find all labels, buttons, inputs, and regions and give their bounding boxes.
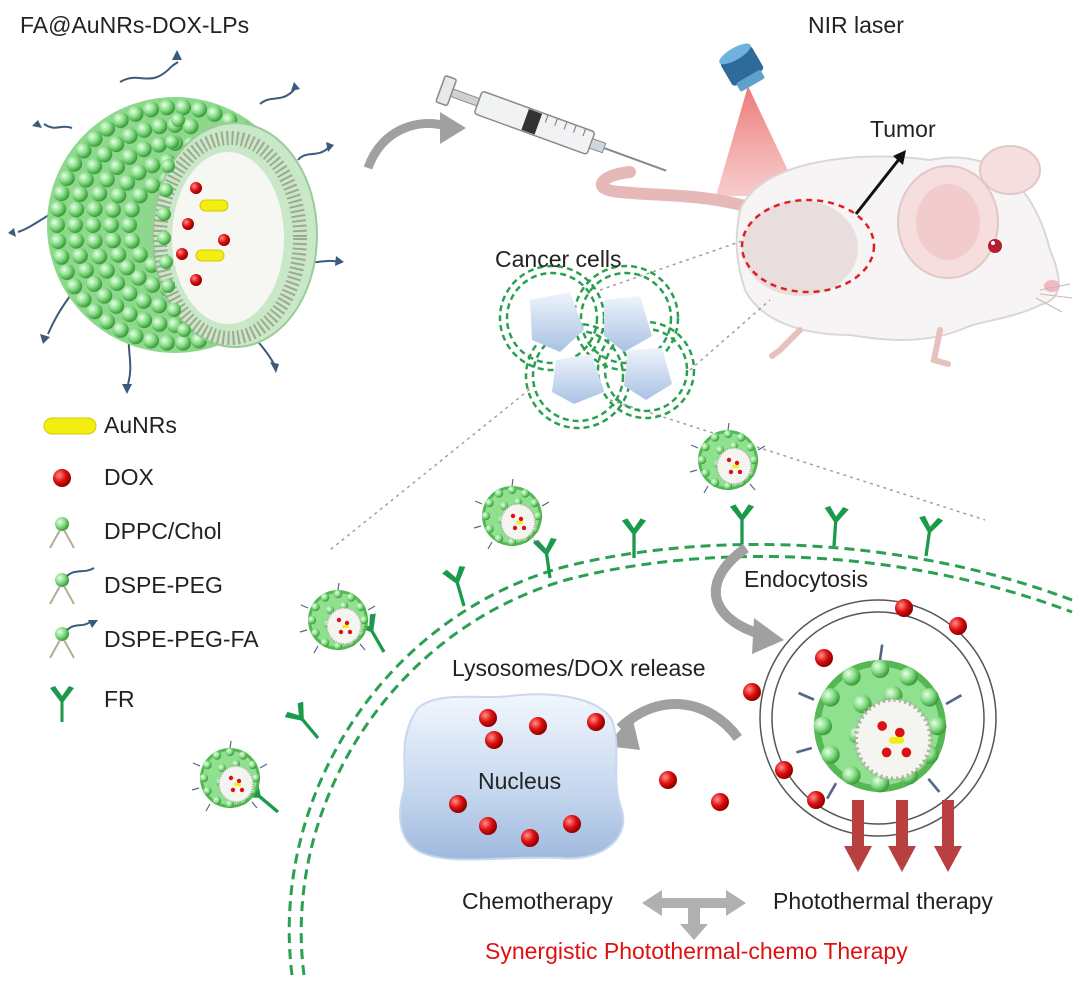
mouse-illustration xyxy=(595,145,1073,367)
tumor-outline xyxy=(740,198,876,294)
lysosomes-label: Lysosomes/DOX release xyxy=(452,655,706,681)
legend-item-aunrs: AuNRs xyxy=(40,406,340,446)
peg-lipid-icon xyxy=(49,567,95,605)
dox-molecule-icon xyxy=(53,469,71,487)
legend-item-fr: FR xyxy=(40,680,340,722)
photothermal-label: Photothermal therapy xyxy=(773,888,993,914)
legend-label: DPPC/Chol xyxy=(104,518,222,544)
synergistic-therapy-label: Synergistic Photothermal-chemo Therapy xyxy=(485,938,908,964)
nir-laser-label: NIR laser xyxy=(808,12,904,38)
endosome-illustration xyxy=(743,599,997,837)
synergy-arrows xyxy=(642,890,746,940)
folate-receptor-icon xyxy=(50,686,74,722)
fa-peg-lipid-icon xyxy=(49,620,98,659)
chemotherapy-label: Chemotherapy xyxy=(462,888,613,914)
legend-item-dspe-peg-fa: DSPE-PEG-FA xyxy=(40,620,340,660)
legend-item-dox: DOX xyxy=(40,458,340,498)
liposome-illustration xyxy=(8,50,344,394)
cancer-cells-label: Cancer cells xyxy=(495,246,622,272)
legend-item-dppc: DPPC/Chol xyxy=(40,512,340,552)
legend-label: DSPE-PEG-FA xyxy=(104,626,259,652)
legend-label: DOX xyxy=(104,464,154,490)
legend-label: AuNRs xyxy=(104,412,177,438)
nucleus-label: Nucleus xyxy=(478,768,562,794)
endocytosis-arrow xyxy=(752,618,784,654)
gold-nanorod-icon xyxy=(43,417,97,435)
lipid-icon xyxy=(49,517,75,549)
diagram-title: FA@AuNRs-DOX-LPs xyxy=(20,12,250,38)
legend-item-dspe-peg: DSPE-PEG xyxy=(40,566,340,606)
injection-arrow xyxy=(363,118,448,170)
syringe-icon xyxy=(435,75,667,172)
endocytosis-label: Endocytosis xyxy=(744,566,869,592)
legend-label: DSPE-PEG xyxy=(104,572,223,598)
legend-label: FR xyxy=(104,686,135,712)
cell-membrane xyxy=(287,543,1073,976)
dox-molecules xyxy=(449,709,729,847)
heat-arrows xyxy=(844,800,962,872)
zoom-lines xyxy=(329,239,986,551)
laser-device-icon xyxy=(716,43,800,196)
tumor-label: Tumor xyxy=(870,116,936,142)
cancer-cells-illustration xyxy=(498,264,696,430)
